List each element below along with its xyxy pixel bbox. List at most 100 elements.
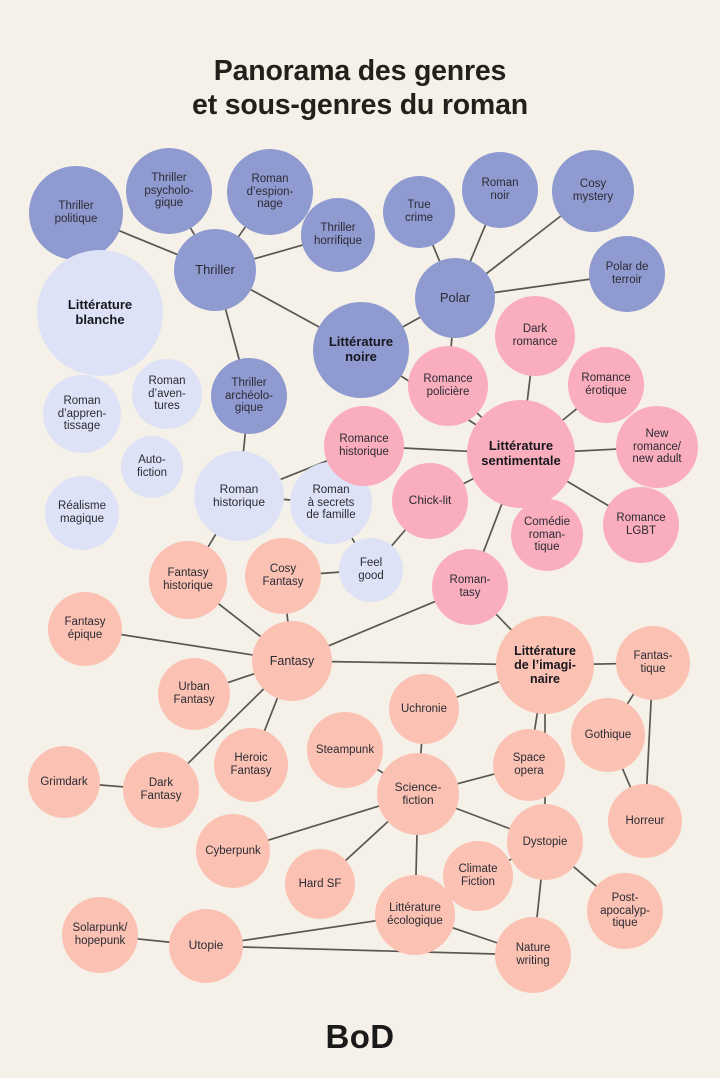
node-litterature_noire[interactable]: Littérature noire [313, 302, 409, 398]
node-roman_aventures[interactable]: Roman d’aven- tures [132, 359, 202, 429]
node-roman_historique[interactable]: Roman historique [194, 451, 284, 541]
edge-thriller-to-thriller_politique [117, 229, 179, 256]
node-nature_writing[interactable]: Nature writing [495, 917, 571, 993]
node-litterature_blanche[interactable]: Littérature blanche [37, 250, 163, 376]
node-thriller_archeologique[interactable]: Thriller archéolo- gique [211, 358, 287, 434]
node-dark_fantasy[interactable]: Dark Fantasy [123, 752, 199, 828]
node-true_crime[interactable]: True crime [383, 176, 455, 248]
node-post_apocalyptique[interactable]: Post- apocalyp- tique [587, 873, 663, 949]
node-label-feel_good: Feel good [358, 557, 384, 582]
node-roman_noir[interactable]: Roman noir [462, 152, 538, 228]
node-uchronie[interactable]: Uchronie [389, 674, 459, 744]
node-label-dystopie: Dystopie [522, 835, 568, 848]
node-label-cyberpunk: Cyberpunk [205, 844, 261, 857]
edge-cyberpunk-to-science_fiction [266, 804, 381, 842]
node-heroic_fantasy[interactable]: Heroic Fantasy [214, 728, 288, 802]
node-label-roman_secrets_famille: Roman à secrets de famille [306, 483, 356, 522]
node-gothique[interactable]: Gothique [571, 698, 645, 772]
node-roman_espionnage[interactable]: Roman d’espion- nage [227, 149, 313, 235]
node-fantasy_historique[interactable]: Fantasy historique [149, 541, 227, 619]
node-label-comedie_romantique: Comédie roman- tique [523, 515, 571, 554]
node-label-realisme_magique: Réalisme magique [58, 500, 106, 525]
node-label-cosy_mystery: Cosy mystery [572, 178, 614, 203]
node-label-dark_fantasy: Dark Fantasy [140, 777, 182, 802]
node-label-fantastique: Fantas- tique [633, 650, 673, 675]
node-romance_erotique[interactable]: Romance érotique [568, 347, 644, 423]
node-chick_lit[interactable]: Chick-lit [392, 463, 468, 539]
node-autofiction[interactable]: Auto- fiction [121, 436, 183, 498]
edge-thriller-to-roman_espionnage [237, 225, 247, 239]
node-realisme_magique[interactable]: Réalisme magique [45, 476, 119, 550]
node-dark_romance[interactable]: Dark romance [495, 296, 575, 376]
edge-thriller-to-litterature_noire [249, 288, 321, 329]
node-romance_historique[interactable]: Romance historique [324, 406, 404, 486]
node-label-thriller_politique: Thriller politique [54, 200, 98, 225]
node-litterature_imaginaire[interactable]: Littérature de l’imagi- naire [496, 616, 594, 714]
node-label-roman_apprentissage: Roman d’appren- tissage [57, 394, 107, 433]
node-urban_fantasy[interactable]: Urban Fantasy [158, 658, 230, 730]
edge-litterature_imaginaire-to-space_opera [533, 711, 539, 732]
node-steampunk[interactable]: Steampunk [307, 712, 383, 788]
node-hard_sf[interactable]: Hard SF [285, 849, 355, 919]
edge-litterature_sentimentale-to-new_romance [573, 448, 618, 453]
node-cosy_mystery[interactable]: Cosy mystery [552, 150, 634, 232]
node-romance_lgbt[interactable]: Romance LGBT [603, 487, 679, 563]
node-label-fantasy_epique: Fantasy épique [64, 616, 106, 641]
node-label-roman_aventures: Roman d’aven- tures [148, 374, 186, 413]
node-thriller_psychologique[interactable]: Thriller psycholo- gique [126, 148, 212, 234]
node-label-urban_fantasy: Urban Fantasy [173, 681, 215, 706]
node-thriller_politique[interactable]: Thriller politique [29, 166, 123, 260]
node-label-true_crime: True crime [404, 199, 434, 224]
node-label-post_apocalyptique: Post- apocalyp- tique [600, 891, 650, 930]
edge-roman_historique-to-roman_secrets_famille [282, 498, 292, 501]
node-science_fiction[interactable]: Science- fiction [377, 753, 459, 835]
node-utopie[interactable]: Utopie [169, 909, 243, 983]
node-label-roman_historique: Roman historique [212, 481, 266, 509]
node-label-cosy_fantasy: Cosy Fantasy [262, 563, 304, 588]
node-litterature_sentimentale[interactable]: Littérature sentimentale [467, 400, 575, 508]
node-polar[interactable]: Polar [415, 258, 495, 338]
node-litterature_ecologique[interactable]: Littérature écologique [375, 875, 455, 955]
node-label-thriller_archeologique: Thriller archéolo- gique [225, 376, 273, 415]
node-polar_de_terroir[interactable]: Polar de terroir [589, 236, 665, 312]
node-horreur[interactable]: Horreur [608, 784, 682, 858]
node-thriller_horrifique[interactable]: Thriller horrifique [301, 198, 375, 272]
node-cyberpunk[interactable]: Cyberpunk [196, 814, 270, 888]
node-romance_policiere[interactable]: Romance policière [408, 346, 488, 426]
edge-litterature_sentimentale-to-chick_lit [462, 477, 475, 485]
node-label-fantasy_historique: Fantasy historique [163, 567, 213, 592]
edge-polar-to-true_crime [431, 243, 441, 263]
node-space_opera[interactable]: Space opera [493, 729, 565, 801]
edge-litterature_sentimentale-to-romantasy [482, 502, 503, 554]
node-dystopie[interactable]: Dystopie [507, 804, 583, 880]
node-label-horreur: Horreur [625, 814, 665, 827]
node-label-dark_romance: Dark romance [512, 323, 558, 348]
node-grimdark[interactable]: Grimdark [28, 746, 100, 818]
edge-gothique-to-horreur [621, 767, 632, 789]
node-fantasy[interactable]: Fantasy [252, 621, 332, 701]
edge-dark_fantasy-to-grimdark [98, 784, 125, 788]
edge-polar-to-polar_de_terroir [492, 278, 592, 294]
node-comedie_romantique[interactable]: Comédie roman- tique [511, 499, 583, 571]
node-climate_fiction[interactable]: Climate Fiction [443, 841, 513, 911]
node-feel_good[interactable]: Feel good [339, 538, 403, 602]
edge-science_fiction-to-hard_sf [344, 820, 390, 862]
node-romantasy[interactable]: Roman- tasy [432, 549, 508, 625]
node-thriller[interactable]: Thriller [174, 229, 256, 311]
node-fantastique[interactable]: Fantas- tique [616, 626, 690, 700]
node-solarpunk_hopepunk[interactable]: Solarpunk/ hopepunk [62, 897, 138, 973]
bod-logo: BoD [325, 1018, 395, 1055]
page-title-line-1: Panorama des genres [213, 55, 507, 87]
node-new_romance[interactable]: New romance/ new adult [616, 406, 698, 488]
node-roman_apprentissage[interactable]: Roman d’appren- tissage [43, 375, 121, 453]
edge-science_fiction-to-dystopie [454, 807, 512, 830]
node-fantasy_epique[interactable]: Fantasy épique [48, 592, 122, 666]
edge-roman_historique-to-fantasy_historique [206, 532, 218, 549]
node-cosy_fantasy[interactable]: Cosy Fantasy [245, 538, 321, 614]
node-label-romantasy: Roman- tasy [449, 574, 491, 599]
edge-science_fiction-to-space_opera [455, 772, 496, 785]
node-label-space_opera: Space opera [512, 752, 546, 777]
edge-thriller-to-thriller_horrifique [252, 244, 305, 260]
